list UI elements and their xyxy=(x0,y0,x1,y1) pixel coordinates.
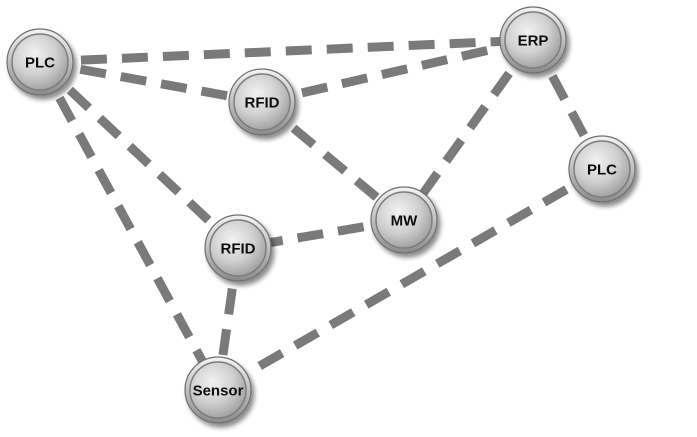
node-plc-right: PLC xyxy=(568,135,636,203)
node-mw: MW xyxy=(370,186,438,254)
node-label: MW xyxy=(391,213,418,230)
node-sensor: Sensor xyxy=(184,356,252,424)
node-label: ERP xyxy=(518,33,549,50)
connections xyxy=(36,35,606,394)
edge-plc_left-sensor xyxy=(36,59,222,393)
edge-plc_left-rfid_low xyxy=(36,58,242,252)
node-label: Sensor xyxy=(193,383,244,400)
node-label: PLC xyxy=(587,162,617,179)
nodes: PLC ERP RFID PLC MW RFID Sensor xyxy=(6,6,636,424)
node-erp: ERP xyxy=(499,6,567,74)
node-label: RFID xyxy=(245,95,280,112)
edge-rfid_top-mw xyxy=(259,98,407,224)
node-body xyxy=(209,219,267,277)
edge-rfid_top-erp xyxy=(260,35,535,107)
node-rfid-top: RFID xyxy=(228,68,296,136)
node-body xyxy=(375,191,433,249)
node-body xyxy=(573,140,631,198)
node-label: PLC xyxy=(25,55,55,72)
node-label: RFID xyxy=(221,241,256,258)
node-body xyxy=(504,11,562,69)
edge-plc_left-erp xyxy=(39,35,534,67)
node-body xyxy=(189,361,247,419)
node-plc-left: PLC xyxy=(6,28,74,96)
edge-plc_right-sensor xyxy=(215,165,605,394)
edge-plc_left-rfid_top xyxy=(39,57,263,107)
edge-erp-mw xyxy=(400,37,537,223)
node-body xyxy=(233,73,291,131)
node-rfid-low: RFID xyxy=(204,214,272,282)
node-body xyxy=(11,33,69,91)
